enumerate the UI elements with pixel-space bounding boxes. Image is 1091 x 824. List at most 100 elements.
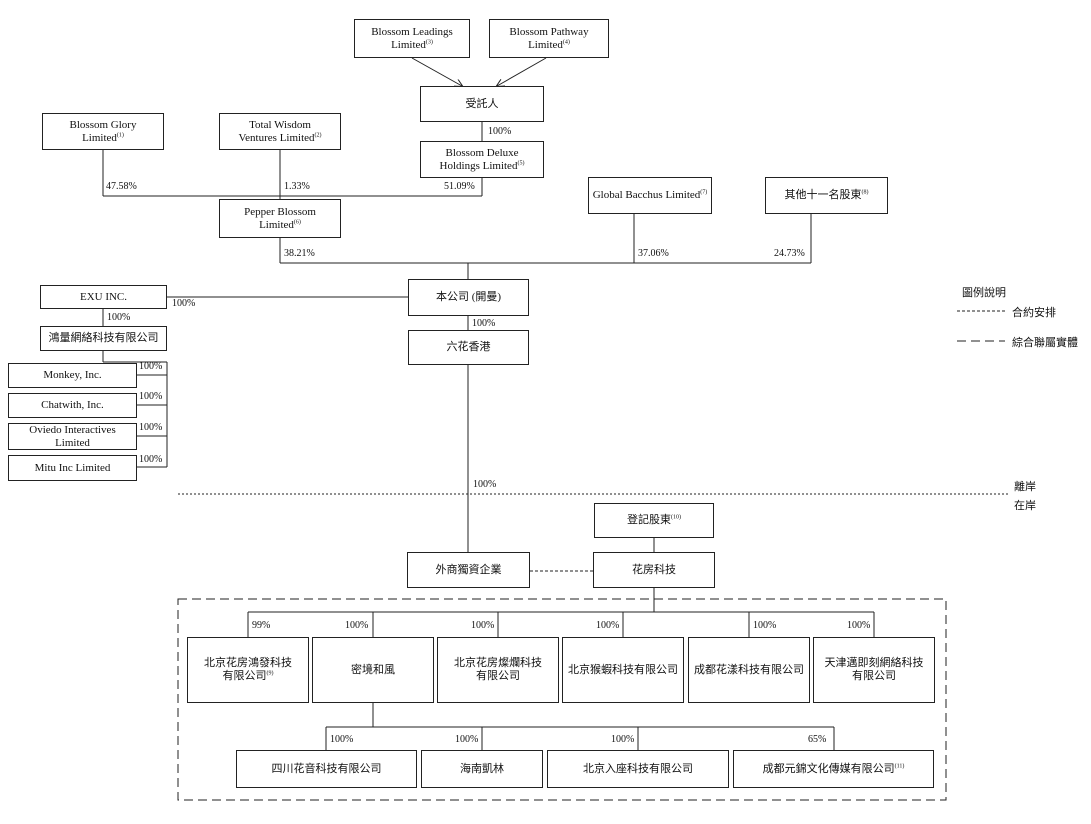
huafang-box: 花房科技	[593, 552, 715, 588]
bj-huafang-canlan-line2: 有限公司	[476, 670, 520, 682]
monkey-label: Monkey, Inc.	[43, 369, 102, 381]
registered-holders-box: 登記股東(10)	[594, 503, 714, 538]
bj-huafang-canlan-box: 北京花房燦爛科技 有限公司	[437, 637, 559, 703]
mijing-box: 密境和風	[312, 637, 434, 703]
pct-ruzuo: 100%	[611, 734, 635, 745]
honglian-label: 鴻量網絡科技有限公司	[48, 332, 159, 344]
arrow-pathway-to-trustee	[497, 57, 547, 86]
blossom-leadings-box: Blossom Leadings Limited(3)	[354, 19, 470, 58]
pct-mijing: 100%	[345, 620, 369, 631]
blossom-deluxe-line2: Holdings Limited	[439, 159, 518, 172]
bj-houxia-label: 北京猴蝦科技有限公司	[568, 663, 678, 676]
legend-title: 圖例說明	[962, 287, 1006, 299]
other-eleven-box: 其他十一名股東(8)	[765, 177, 888, 214]
hainan-kailin-label: 海南凱林	[460, 762, 504, 775]
cd-huayang-label: 成都花漾科技有限公司	[694, 663, 804, 676]
blossom-glory-line2: Limited	[82, 131, 117, 144]
bj-huafang-hongfa-line1: 北京花房鴻發科技	[204, 657, 292, 669]
pct-deluxe: 51.09%	[444, 181, 475, 192]
oviedo-line2: Limited	[55, 436, 90, 449]
pct-global-bacchus: 37.06%	[638, 248, 669, 259]
legend-contractual-label: 合約安排	[1012, 307, 1056, 319]
oviedo-line1: Oviedo Interactives	[29, 423, 116, 436]
total-wisdom-line1: Total Wisdom	[249, 118, 311, 131]
bj-huafang-hongfa-line2: 有限公司	[222, 670, 267, 682]
hainan-kailin-box: 海南凱林	[421, 750, 543, 788]
global-bacchus-box: Global Bacchus Limited(7)	[588, 177, 712, 214]
note-2: (2)	[314, 131, 322, 138]
consolidated-entities-border	[177, 598, 947, 801]
pct-glory: 47.58%	[106, 181, 137, 192]
note-11: (11)	[894, 762, 905, 769]
blossom-leadings-line1: Blossom Leadings	[371, 25, 453, 38]
total-wisdom-line2: Ventures Limited	[238, 131, 315, 144]
mitu-box: Mitu Inc Limited	[8, 455, 137, 481]
wfoe-label: 外商獨資企業	[435, 563, 502, 576]
note-4: (4)	[562, 38, 570, 45]
tj-maiji-line2: 有限公司	[852, 670, 896, 682]
note-8: (8)	[861, 189, 869, 196]
bj-ruzuo-label: 北京入座科技有限公司	[583, 762, 693, 775]
pct-houxia: 100%	[596, 620, 620, 631]
blossom-pathway-line2: Limited	[528, 38, 563, 51]
note-3: (3)	[425, 38, 433, 45]
note-5: (5)	[517, 159, 525, 166]
pepper-blossom-box: Pepper Blossom Limited(6)	[219, 199, 341, 238]
blossom-glory-line1: Blossom Glory	[69, 118, 137, 131]
tj-maiji-box: 天津邁即刻網絡科技 有限公司	[813, 637, 935, 703]
pct-huayin: 100%	[330, 734, 354, 745]
cd-yuanjin-label: 成都元錦文化傳媒有限公司	[762, 762, 895, 775]
chatwith-box: Chatwith, Inc.	[8, 393, 137, 418]
exu-label: EXU INC.	[79, 290, 128, 303]
mijing-label: 密境和風	[351, 663, 395, 676]
mitu-label: Mitu Inc Limited	[34, 461, 111, 474]
pct-maiji: 100%	[847, 620, 871, 631]
pct-company-hk: 100%	[472, 318, 496, 329]
tj-maiji-line1: 天津邁即刻網絡科技	[824, 657, 924, 669]
other-eleven-label: 其他十一名股東	[784, 189, 862, 201]
pct-other-eleven: 24.73%	[774, 248, 805, 259]
pct-kailin: 100%	[455, 734, 479, 745]
exu-box: EXU INC.	[40, 285, 167, 309]
trustee-label: 受託人	[465, 97, 499, 110]
blossom-deluxe-line1: Blossom Deluxe	[445, 146, 519, 159]
bj-ruzuo-box: 北京入座科技有限公司	[547, 750, 729, 788]
note-9: (9)	[266, 670, 274, 677]
blossom-pathway-line1: Blossom Pathway	[509, 25, 589, 38]
company-label: 本公司 (開曼)	[435, 291, 502, 303]
sc-huayin-label: 四川花音科技有限公司	[271, 762, 382, 775]
pct-total-wisdom: 1.33%	[284, 181, 310, 192]
global-bacchus-label: Global Bacchus Limited	[592, 189, 701, 201]
pct-monkey: 100%	[139, 361, 163, 372]
pct-exu-honglian: 100%	[107, 312, 131, 323]
pct-pepper: 38.21%	[284, 248, 315, 259]
chatwith-label: Chatwith, Inc.	[41, 399, 104, 411]
note-6: (6)	[293, 218, 301, 225]
legend-consolidated-label: 綜合聯屬實體	[1012, 337, 1078, 349]
cd-huayang-box: 成都花漾科技有限公司	[688, 637, 810, 703]
note-7: (7)	[700, 189, 708, 196]
huafang-label: 花房科技	[632, 563, 676, 576]
liuhua-hk-label: 六花香港	[446, 341, 491, 353]
onshore-label: 在岸	[1014, 500, 1036, 512]
pct-oviedo: 100%	[139, 422, 163, 433]
note-1: (1)	[116, 131, 124, 138]
trustee-box: 受託人	[420, 86, 544, 122]
honglian-box: 鴻量網絡科技有限公司	[40, 326, 167, 351]
pepper-blossom-label: Pepper Blossom Limited	[244, 205, 316, 231]
pct-exu: 100%	[172, 298, 196, 309]
bj-houxia-box: 北京猴蝦科技有限公司	[562, 637, 684, 703]
liuhua-hk-box: 六花香港	[408, 330, 529, 365]
company-box: 本公司 (開曼)	[408, 279, 529, 316]
blossom-glory-box: Blossom Glory Limited(1)	[42, 113, 164, 150]
monkey-box: Monkey, Inc.	[8, 363, 137, 388]
blossom-pathway-box: Blossom Pathway Limited(4)	[489, 19, 609, 58]
wfoe-box: 外商獨資企業	[407, 552, 530, 588]
oviedo-box: Oviedo Interactives Limited	[8, 423, 137, 450]
pct-yuanjin: 65%	[808, 734, 827, 745]
blossom-deluxe-box: Blossom Deluxe Holdings Limited(5)	[420, 141, 544, 178]
pct-canlan: 100%	[471, 620, 495, 631]
blossom-leadings-line2: Limited	[391, 38, 426, 51]
